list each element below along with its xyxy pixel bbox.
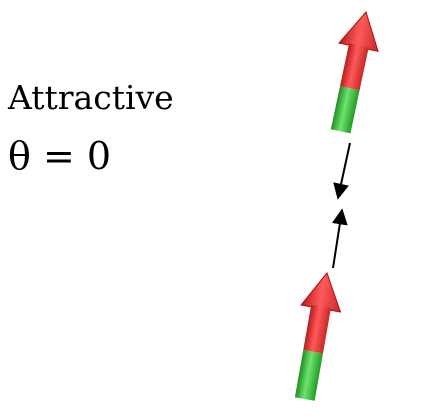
lower-spin-red-shaft [303,304,331,354]
upper-force-arrow [333,142,351,200]
upper-spin-red-shaft [340,43,369,91]
angle-equation: θ = 0 [8,134,112,178]
interaction-type-label: Attractive [8,78,174,117]
upper-spin-arrowhead [338,10,379,53]
lower-force-arrow [331,208,348,269]
lower-spin-arrowhead [300,271,342,313]
upper-spin-green-tail [330,86,360,134]
lower-spin-green-tail [294,350,323,401]
lower-spin-arrow [294,271,342,401]
upper-spin-arrow [330,10,379,134]
